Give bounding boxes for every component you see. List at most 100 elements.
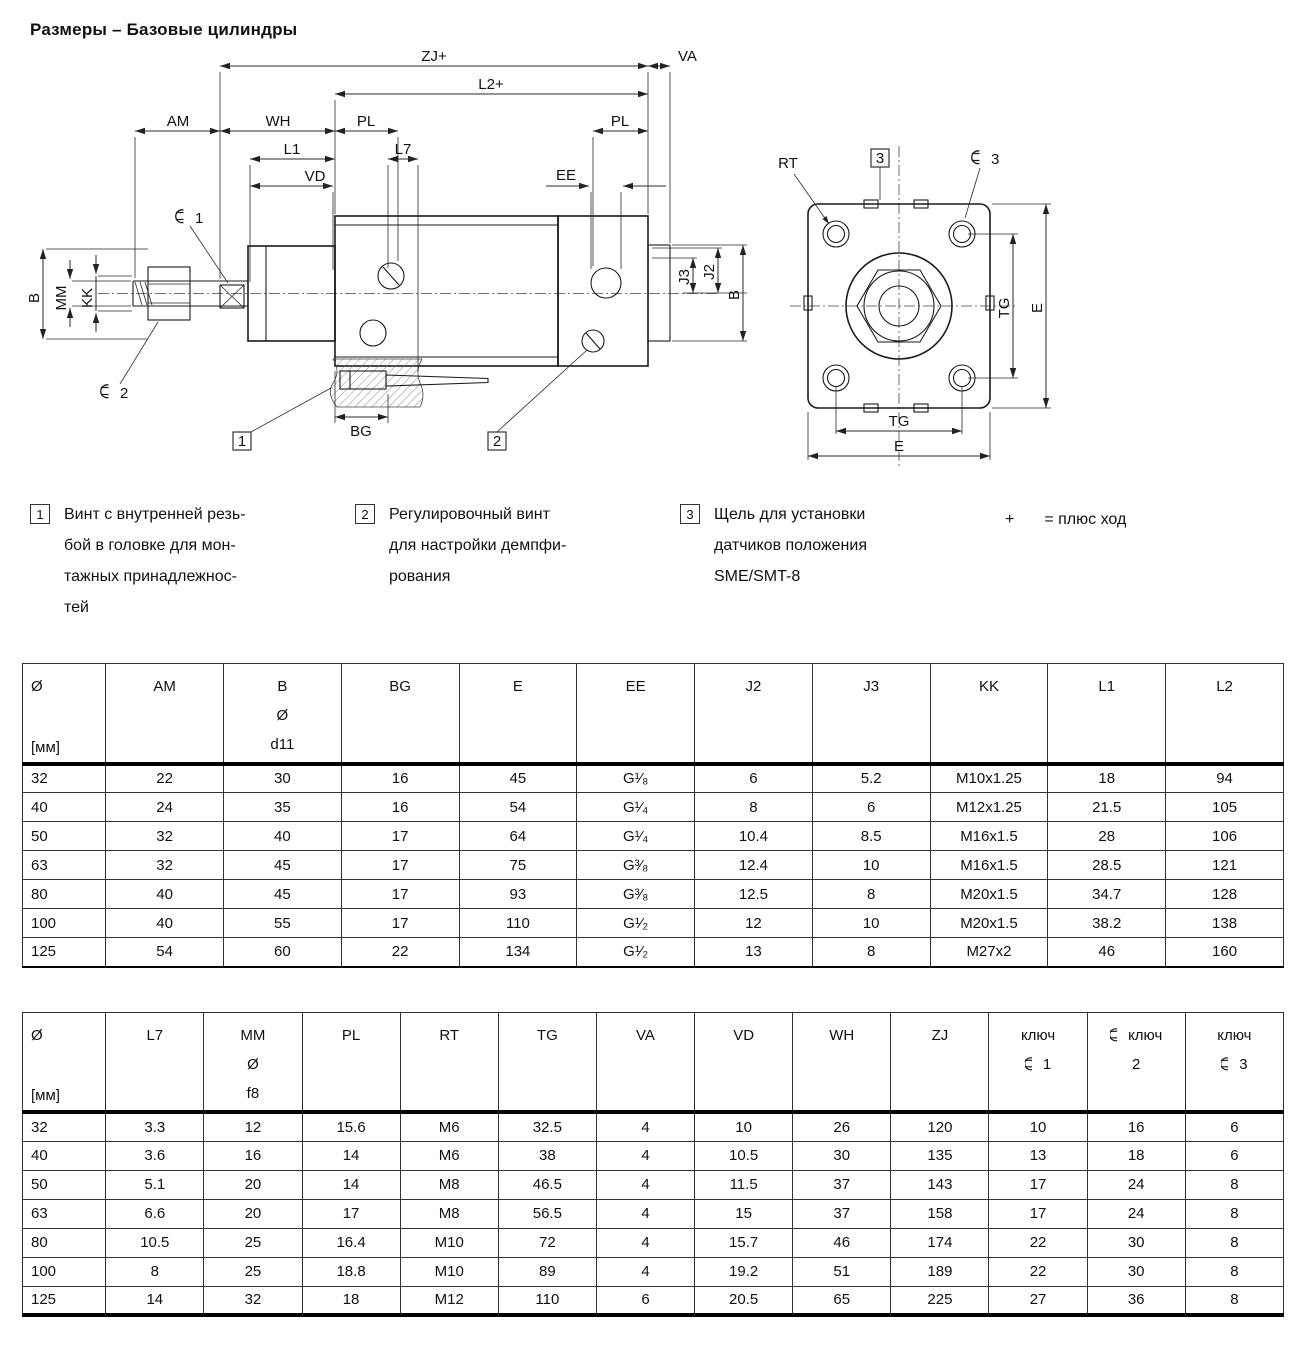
table-cell: 4 xyxy=(595,1256,696,1287)
table-cell: G³⁄₈ xyxy=(576,850,696,880)
diameter-symbol: Ø xyxy=(31,678,43,695)
svg-text:BG: BG xyxy=(350,423,372,440)
wrench-3-symbol: 3 xyxy=(964,150,999,219)
table-cell: 22 xyxy=(105,763,224,793)
table-cell: 25 xyxy=(203,1256,303,1287)
table-cell: G¹⁄₄ xyxy=(576,792,696,822)
svg-text:ZJ+: ZJ+ xyxy=(421,48,447,65)
table-cell: 34.7 xyxy=(1047,879,1167,909)
dim-va: VA xyxy=(648,48,697,243)
svg-text:J2: J2 xyxy=(701,264,718,280)
dim-tg-bottom: TG xyxy=(835,386,963,435)
table-cell: 134 xyxy=(458,937,578,967)
table-cell: 13 xyxy=(988,1140,1088,1171)
table-cell: M6 xyxy=(399,1140,499,1171)
table-cell: 20 xyxy=(203,1198,303,1229)
table-cell: 15 xyxy=(694,1198,794,1229)
table-cell: 32 xyxy=(203,1285,303,1316)
unit-label: [мм] xyxy=(31,738,60,756)
col-header-am: AM xyxy=(105,663,224,766)
table-cell: 110 xyxy=(458,908,578,938)
table-cell: 13 xyxy=(694,937,813,967)
table-cell: 100 xyxy=(21,908,107,938)
table-cell: 18 xyxy=(1047,763,1167,793)
table-cell: 30 xyxy=(1086,1227,1186,1258)
table-cell: 125 xyxy=(21,937,107,967)
table-cell: 225 xyxy=(890,1285,990,1316)
col-header-pl: PL xyxy=(301,1011,401,1114)
table-cell: 4 xyxy=(595,1111,696,1142)
table-cell: G¹⁄₂ xyxy=(576,937,696,967)
dim-l1: L1 xyxy=(249,141,335,282)
table-cell: 30 xyxy=(792,1140,892,1171)
table-cell: 56.5 xyxy=(497,1198,597,1229)
table-cell: 6 xyxy=(811,792,931,822)
table-cell: 17 xyxy=(301,1198,401,1229)
table-cell: 32 xyxy=(21,763,107,793)
end-view: RT 3 3 TG E TG xyxy=(778,146,1051,466)
dimensions-table-2: Ø [мм] L7 MM Ø f8 PL RT TG VA VD WH ZJ к… xyxy=(21,1011,1285,1317)
table-cell: 8 xyxy=(1184,1256,1285,1287)
table-cell: M16x1.5 xyxy=(929,850,1049,880)
table-cell: 22 xyxy=(988,1227,1088,1258)
table-cell: 38 xyxy=(497,1140,597,1171)
table-cell: 100 xyxy=(21,1256,107,1287)
svg-text:TG: TG xyxy=(889,413,910,430)
table-cell: 10 xyxy=(811,850,931,880)
table-cell: 18 xyxy=(1086,1140,1186,1171)
table-cell: 138 xyxy=(1165,908,1284,938)
svg-text:1: 1 xyxy=(195,210,203,227)
lock-nut xyxy=(147,266,191,321)
table-cell: M12 xyxy=(399,1285,499,1316)
note-ref-box-2: 2 xyxy=(355,504,375,524)
table-cell: 19.2 xyxy=(694,1256,794,1287)
table-cell: 10.5 xyxy=(105,1227,205,1258)
col-header-zj: ZJ xyxy=(890,1011,990,1114)
dim-pl-right: PL xyxy=(592,113,648,266)
table-cell: 89 xyxy=(497,1256,597,1287)
dim-b-left: B xyxy=(26,248,148,340)
note-2: 2 Регулировочный винт для настройки демп… xyxy=(355,499,680,623)
table-cell: 8 xyxy=(105,1256,205,1287)
table-cell: 26 xyxy=(792,1111,892,1142)
wrench-icon xyxy=(1110,1028,1118,1042)
svg-text:B: B xyxy=(28,293,43,303)
table-cell: 36 xyxy=(1086,1285,1186,1316)
callout-3: 3 xyxy=(870,148,890,200)
table-cell: 63 xyxy=(21,1198,107,1229)
table-cell: 16 xyxy=(340,792,460,822)
adjusting-screw-front xyxy=(377,262,405,290)
table-cell: 189 xyxy=(890,1256,990,1287)
col-header-bg: BG xyxy=(340,663,460,766)
col-header-j2: J2 xyxy=(694,663,813,766)
wrench-2-symbol: 2 xyxy=(100,321,159,402)
svg-text:PL: PL xyxy=(357,113,375,130)
col-header-wh: WH xyxy=(792,1011,892,1114)
note-ref-box-3: 3 xyxy=(680,504,700,524)
table-cell: 4 xyxy=(595,1140,696,1171)
table-cell: 18 xyxy=(301,1285,401,1316)
table-cell: 46 xyxy=(1047,937,1167,967)
table-cell: 40 xyxy=(222,821,342,851)
table-cell: 8 xyxy=(1184,1227,1285,1258)
table-cell: 14 xyxy=(301,1140,401,1171)
svg-text:E: E xyxy=(1029,303,1046,313)
table-cell: 14 xyxy=(105,1285,205,1316)
table-cell: 40 xyxy=(21,1140,107,1171)
table-cell: 8 xyxy=(1184,1169,1285,1200)
table-cell: 158 xyxy=(890,1198,990,1229)
callout-2: 2 xyxy=(487,349,588,451)
table-cell: 65 xyxy=(792,1285,892,1316)
table-cell: 32 xyxy=(105,821,224,851)
svg-text:AM: AM xyxy=(167,113,190,130)
table-cell: 135 xyxy=(890,1140,990,1171)
dim-kk: KK xyxy=(79,255,132,332)
note-text-1: Винт с внутренней резь- бой в головке дл… xyxy=(64,506,246,616)
table-cell: 60 xyxy=(222,937,342,967)
table-cell: 93 xyxy=(458,879,578,909)
cushioning-cutaway xyxy=(329,358,489,408)
table-cell: M10 xyxy=(399,1256,499,1287)
